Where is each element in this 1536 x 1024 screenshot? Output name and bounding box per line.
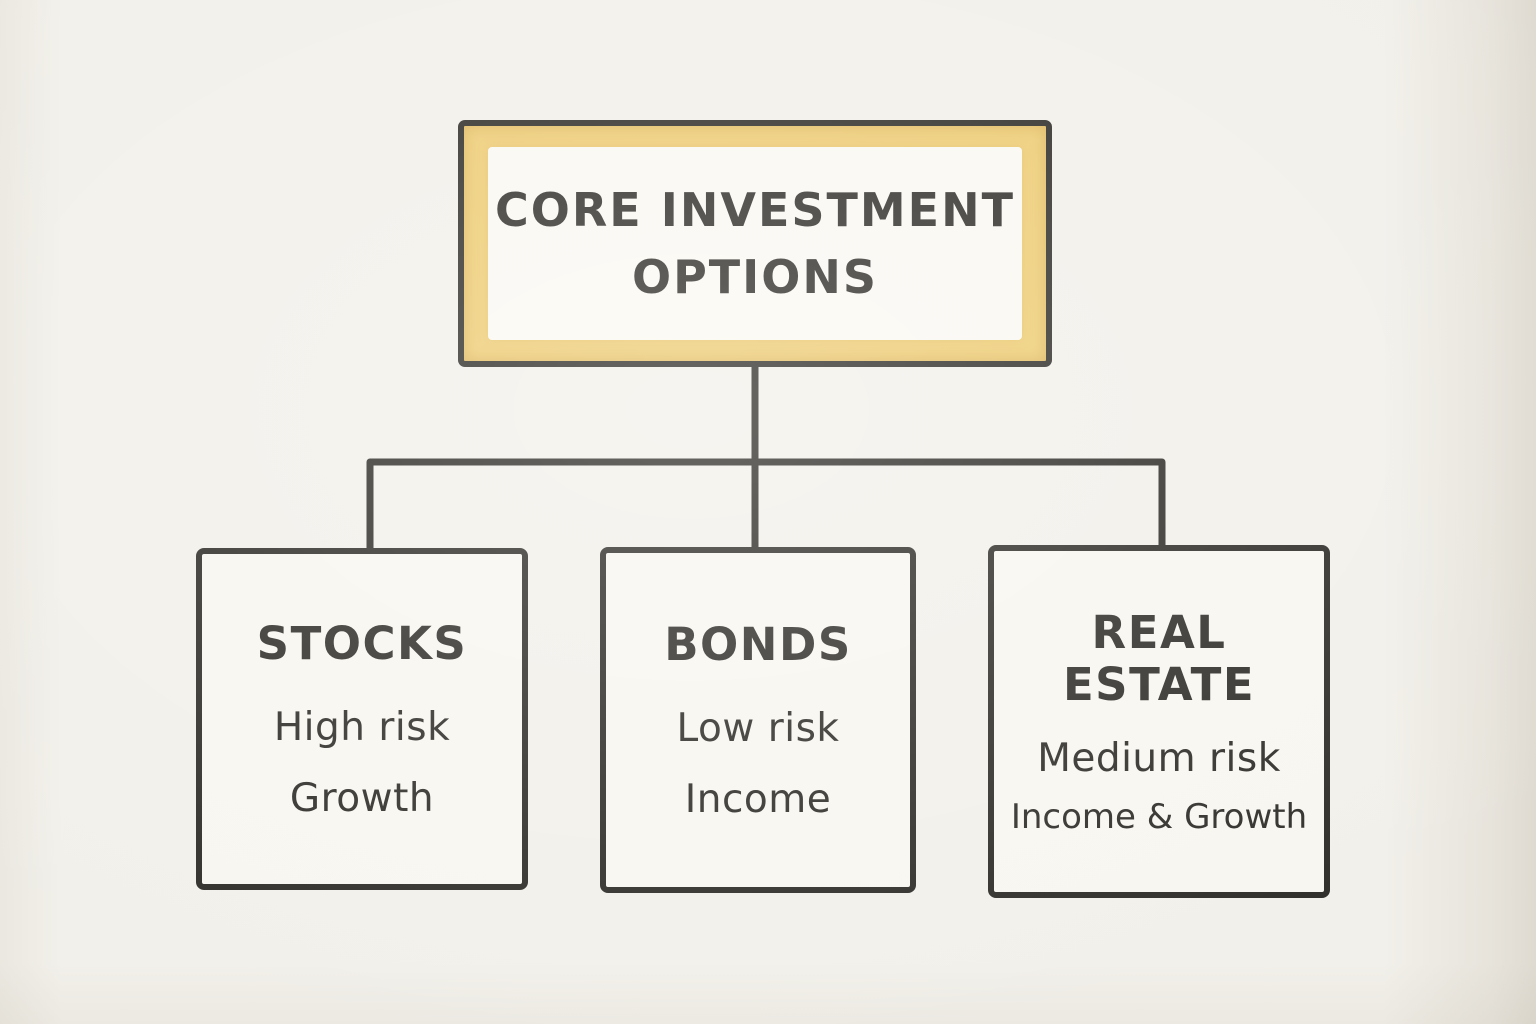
node-stocks-risk-label: High risk (273, 704, 451, 750)
node-stocks-title: STOCKS (256, 617, 468, 671)
root-node-title: CORE INVESTMENT OPTIONS (495, 182, 1015, 304)
node-real-estate: REAL ESTATE Medium risk Income & Growth (988, 545, 1330, 898)
root-node-inner-panel: CORE INVESTMENT OPTIONS (488, 147, 1022, 340)
node-bonds-title: BONDS (664, 618, 852, 672)
node-real-estate-title: REAL ESTATE (1062, 606, 1256, 712)
node-real-estate-risk-label: Medium risk (1037, 735, 1281, 781)
node-bonds-risk-label: Low risk (676, 705, 840, 751)
node-stocks-focus-label: Growth (289, 775, 435, 821)
root-node-core-investment-options: CORE INVESTMENT OPTIONS (458, 120, 1052, 367)
node-stocks: STOCKS High risk Growth (196, 548, 528, 890)
node-real-estate-focus-label: Income & Growth (1010, 796, 1308, 837)
node-bonds: BONDS Low risk Income (600, 547, 916, 893)
connector-rail-and-drops (366, 458, 1166, 552)
node-bonds-focus-label: Income (684, 776, 832, 822)
